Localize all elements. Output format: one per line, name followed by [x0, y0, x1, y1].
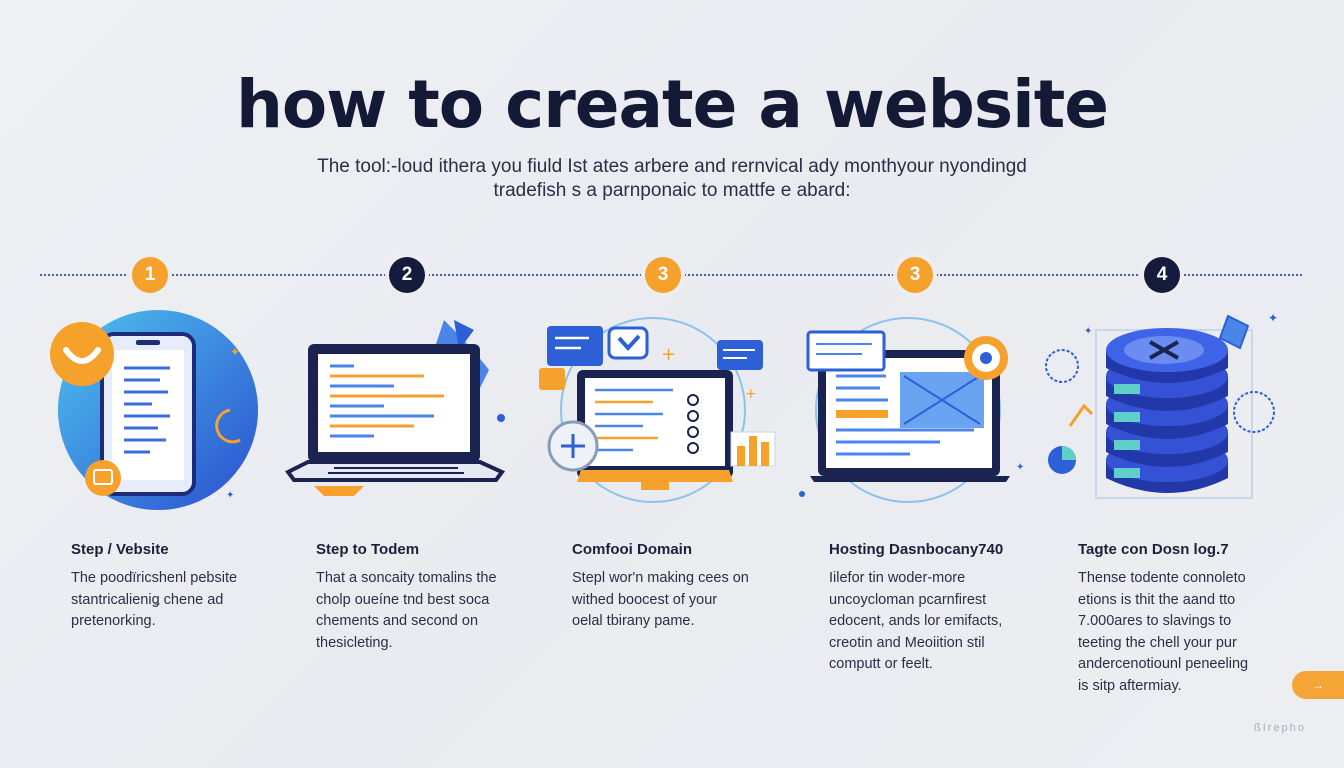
- step-2-line: thesicleting.: [316, 634, 393, 651]
- step-2-line: cholp oueíne tnd best soca: [316, 591, 490, 608]
- step-5-line: Thense todente connoleto: [1078, 570, 1246, 586]
- step-description-3: Stepl wor'n making cees on withed booces…: [572, 568, 772, 633]
- browser-window-icon: ✦: [790, 310, 1040, 510]
- step-title-4: Hosting Dasnbocany740: [829, 541, 1004, 558]
- step-3-line: withed boocest of your: [572, 591, 718, 608]
- step-title-1: Step / Vebsite: [71, 541, 169, 558]
- next-arrow-button[interactable]: →: [1292, 671, 1344, 699]
- step-4-line: Iilefor tin woder-more: [829, 570, 966, 586]
- step-title-5: Tagte con Dosn log.7: [1078, 541, 1229, 558]
- page-subtitle: The tool:-loud ithera you fiuld Ist ates…: [317, 156, 1027, 201]
- svg-text:✦: ✦: [1084, 326, 1092, 337]
- step-badge-2: 2: [389, 257, 425, 293]
- step-5-line: is sitp aftermiay.: [1078, 677, 1182, 694]
- step-3-line: oelal tbirany pame.: [572, 613, 695, 629]
- step-badge-5: 4: [1144, 257, 1180, 293]
- svg-text:✦: ✦: [226, 490, 234, 501]
- step-badge-4: 3: [897, 257, 933, 293]
- step-description-2: That a soncaity tomalins the cholp oueín…: [316, 568, 516, 654]
- step-description-5: Thense todente connoleto etions is thit …: [1078, 568, 1274, 697]
- step-description-1: The poodïricshenl pebsite stantricalieni…: [71, 568, 271, 633]
- svg-text:+: +: [661, 344, 676, 365]
- step-5-line: teeting the chell your pur: [1078, 634, 1237, 651]
- step-title-2: Step to Todem: [316, 541, 420, 558]
- svg-text:✦: ✦: [1016, 462, 1024, 473]
- step-1-line: pretenorking.: [71, 613, 156, 629]
- step-badge-3: 3: [645, 257, 681, 293]
- step-4-line: creotin and Meoiition stil: [829, 634, 985, 651]
- smartphone-icon: ✦ ✦: [40, 310, 290, 510]
- step-4-line: edocent, ands lor emifacts,: [829, 613, 1003, 629]
- watermark: ßIrepho: [1254, 722, 1306, 734]
- step-title-3: Comfooi Domain: [572, 541, 692, 558]
- step-3-line: Stepl wor'n making cees on: [572, 570, 749, 586]
- step-2-line: chements and second on: [316, 613, 479, 629]
- step-4-line: computt or feelt.: [829, 656, 933, 672]
- monitor-dashboard-icon: + +: [533, 310, 783, 510]
- svg-text:+: +: [745, 386, 757, 402]
- step-2-line: That a soncaity tomalins the: [316, 570, 497, 586]
- step-1-line: stantricalieniǥ chene ad: [71, 591, 224, 608]
- svg-text:✦: ✦: [230, 345, 240, 359]
- step-5-line: 7.000ares to slavings to: [1078, 613, 1232, 629]
- step-badge-1: 1: [132, 257, 168, 293]
- step-1-line: The poodïricshenl pebsite: [71, 570, 238, 586]
- step-description-4: Iilefor tin woder-more uncoycloman pcarn…: [829, 568, 1029, 676]
- step-5-line: andercenotiounl peneeling: [1078, 656, 1249, 672]
- laptop-icon: [274, 310, 524, 510]
- step-4-line: uncoycloman pcarnfirest: [829, 591, 987, 608]
- svg-text:✦: ✦: [1268, 311, 1278, 325]
- step-5-line: etions is thit the aand tto: [1078, 591, 1236, 608]
- server-stack-icon: ✦ ✦: [1040, 310, 1290, 527]
- page-title: how to create a website: [235, 66, 1109, 143]
